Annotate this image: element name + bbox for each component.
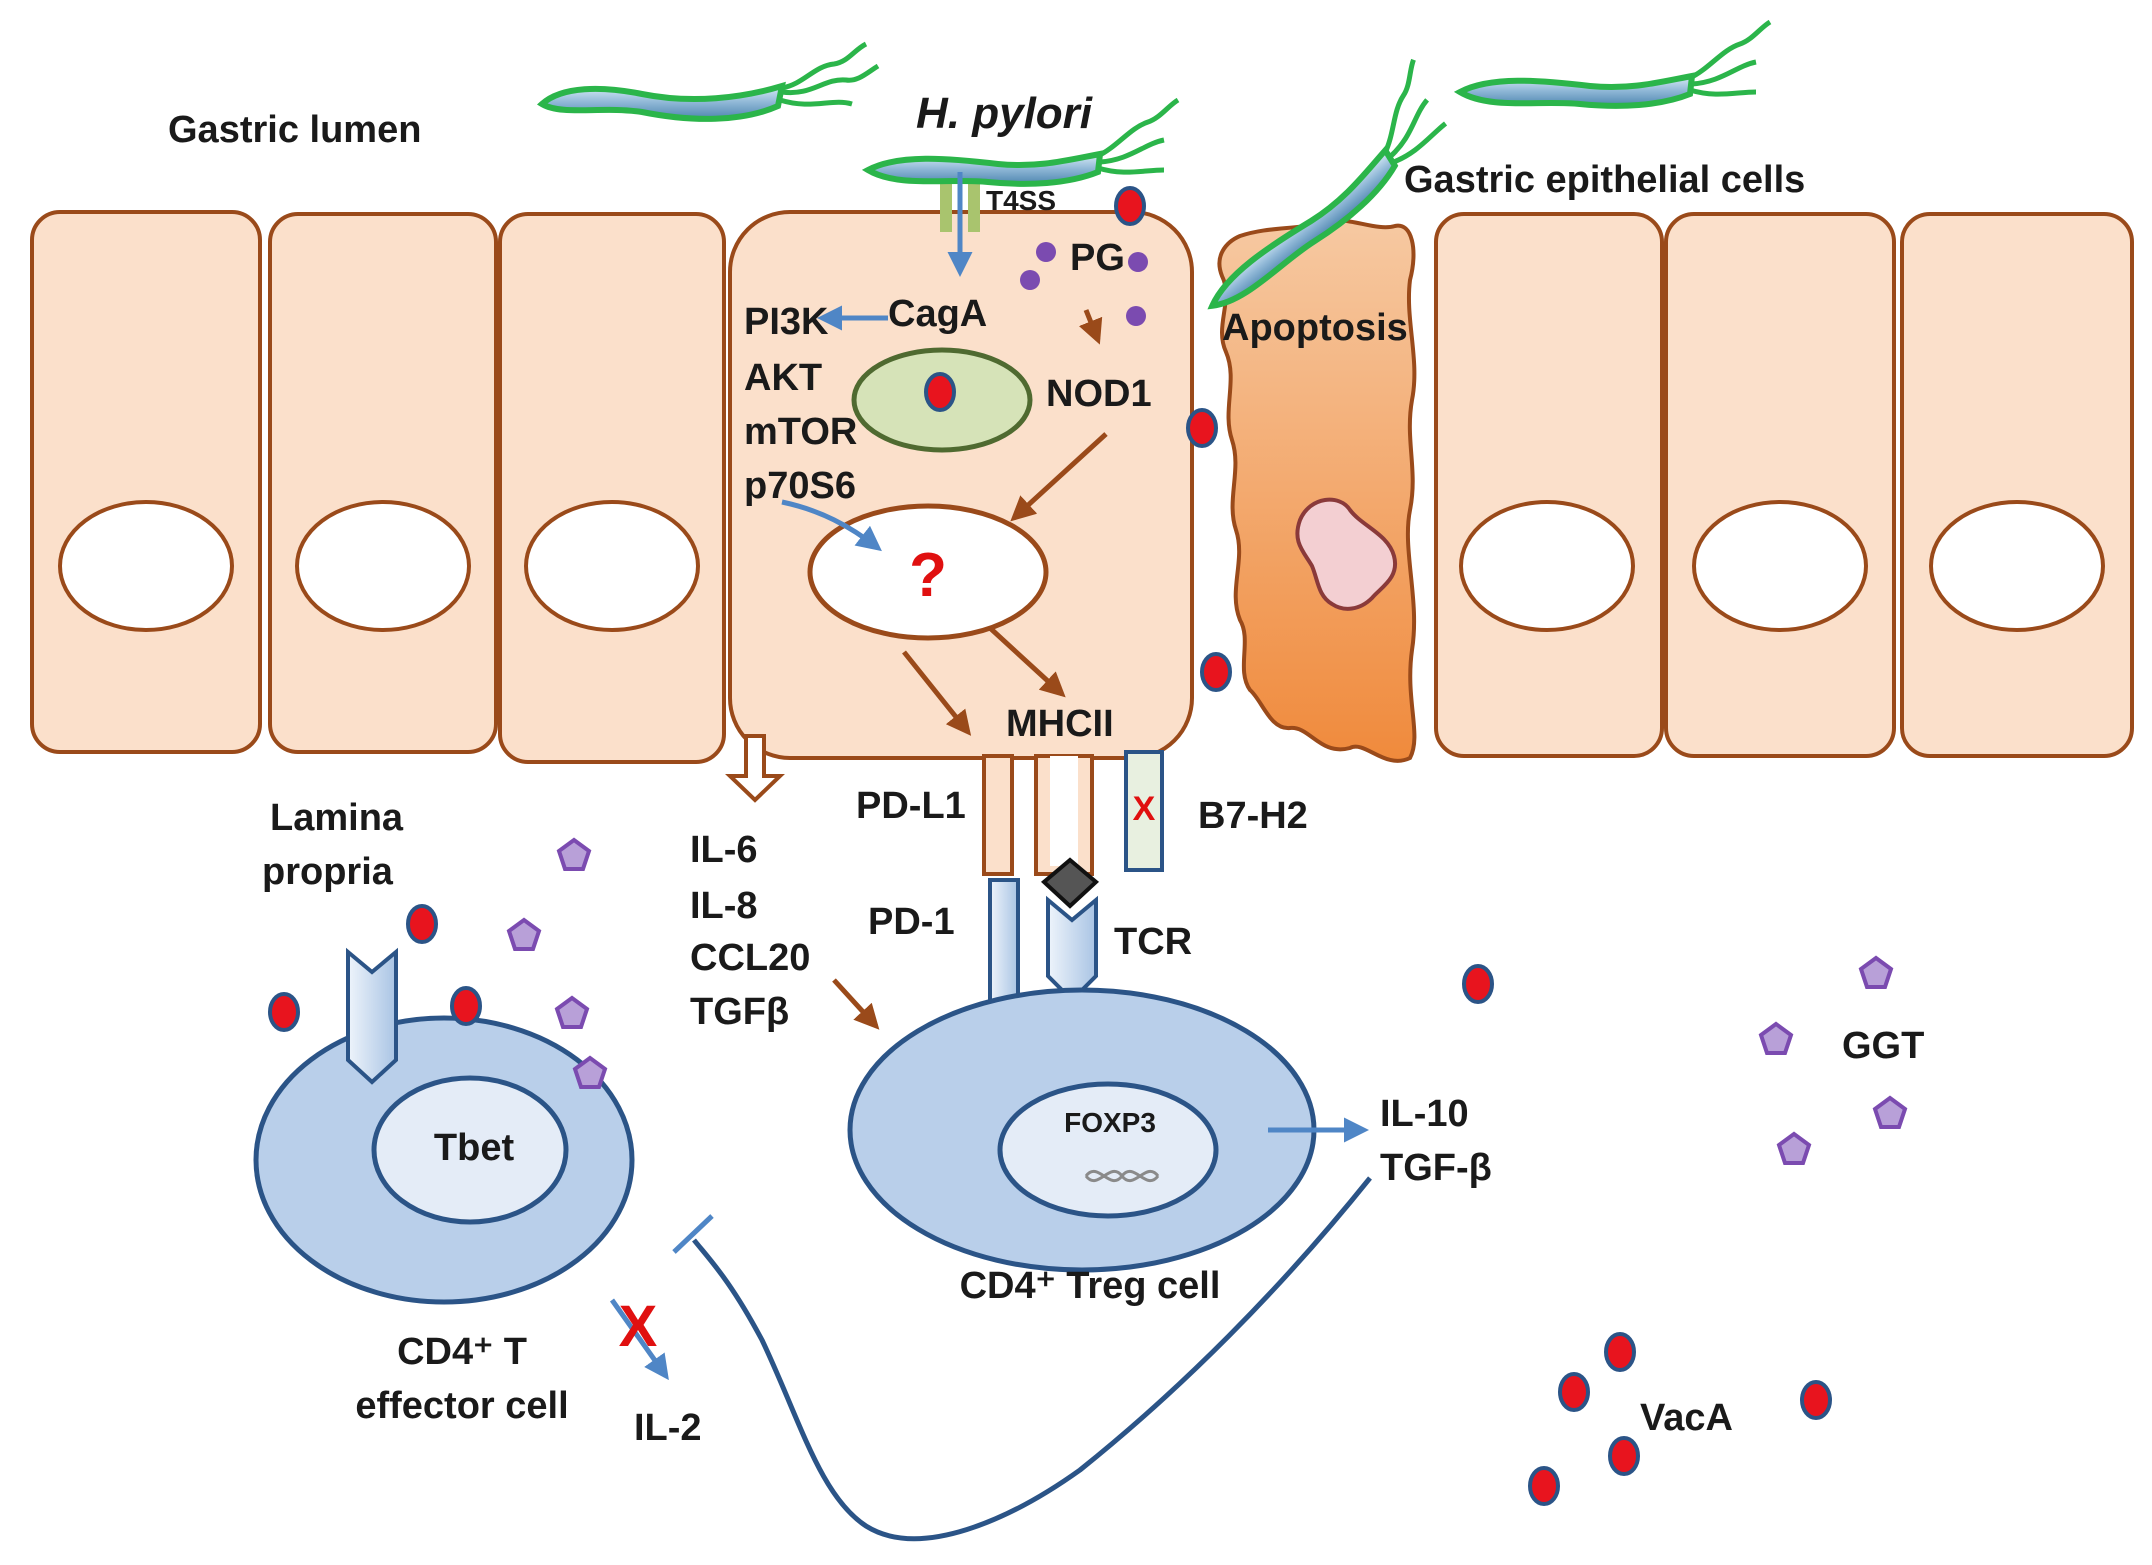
foxp3-label: FOXP3 <box>1064 1107 1156 1138</box>
il10-label: IL-10 <box>1380 1093 1469 1135</box>
apoptotic-cell <box>1217 217 1417 763</box>
pd-l1-label: PD-L1 <box>856 785 966 827</box>
tgfb-label: TGFβ <box>690 991 789 1033</box>
cell-nucleus <box>1929 500 2105 632</box>
gastric-lumen-label: Gastric lumen <box>168 109 421 151</box>
tcr-receptor <box>1046 895 1098 1003</box>
antigen-peptide <box>1040 857 1100 909</box>
vaca-label: VacA <box>1640 1397 1733 1439</box>
propria-label: propria <box>262 851 394 893</box>
peptidoglycan-particles <box>1020 242 1148 326</box>
dna-icon <box>1084 1169 1160 1183</box>
pd-l1-ligand <box>982 754 1014 876</box>
mhcii-groove <box>1050 756 1078 866</box>
pd-1-receptor <box>988 878 1020 1006</box>
cell-nucleus <box>1692 500 1868 632</box>
h-pylori-bacterium <box>1453 19 1772 109</box>
signaling-arrows <box>781 172 1108 736</box>
pd-1-label: PD-1 <box>868 901 955 943</box>
cell-nucleus <box>1459 500 1635 632</box>
cell-nucleus <box>524 500 700 632</box>
il2-label: IL-2 <box>634 1407 702 1449</box>
epithelial-cell <box>498 212 726 764</box>
akt-label: AKT <box>744 357 822 399</box>
ggt-label: GGT <box>1842 1025 1924 1067</box>
secretion-arrow <box>725 734 785 803</box>
ccl20-label: CCL20 <box>690 937 810 979</box>
mtor-label: mTOR <box>744 411 857 453</box>
il2-blocked-mark: X <box>619 1294 658 1359</box>
lamina-label: Lamina <box>270 797 404 839</box>
effector-receptor <box>346 947 398 1085</box>
effector-cell-label-line2: effector cell <box>355 1385 568 1427</box>
il6-label: IL-6 <box>690 829 758 871</box>
h-pylori-bacterium <box>536 41 880 122</box>
mhcii-label: MHCII <box>1006 703 1114 745</box>
apoptosis-label: Apoptosis <box>1222 307 1408 349</box>
t4ss-secretion-system: T4SS <box>940 176 1056 232</box>
cell-nucleus <box>58 500 234 632</box>
treg-cell <box>847 987 1317 1273</box>
b7-h2-label: B7-H2 <box>1198 795 1308 837</box>
unknown-mechanism-mark: ? <box>909 541 947 610</box>
cell-nucleus <box>295 500 471 632</box>
caga-label: CagA <box>888 293 987 335</box>
pg-label: PG <box>1070 237 1125 279</box>
b7-h2-blocked-mark: X <box>1133 790 1156 828</box>
tcr-label: TCR <box>1114 921 1192 963</box>
vaca-toxins <box>268 186 1832 1506</box>
surface-molecules: X <box>982 750 1164 1006</box>
inhibition-line <box>672 1117 1372 1542</box>
bacteria <box>536 19 1772 310</box>
nod1-label: NOD1 <box>1046 373 1152 415</box>
epithelial-cell <box>1900 212 2134 758</box>
t4ss-label: T4SS <box>986 185 1056 216</box>
h-pylori-label: H. pylori <box>916 89 1093 138</box>
apoptotic-body <box>1295 497 1398 611</box>
labels: Gastric lumen H. pylori Gastric epitheli… <box>168 89 1924 1449</box>
il8-label: IL-8 <box>690 885 758 927</box>
tgf-beta-label: TGF-β <box>1380 1147 1492 1189</box>
h-pylori-bacterium <box>861 97 1180 187</box>
b7-h2-ligand <box>1124 750 1164 872</box>
effector-t-cell: X <box>253 947 669 1381</box>
epithelial-cell <box>1664 212 1896 758</box>
pi3k-label: PI3K <box>744 301 829 343</box>
epithelial-cell <box>30 210 262 754</box>
cytokine-to-treg-arrow <box>832 978 880 1030</box>
p70s6-label: p70S6 <box>744 465 856 507</box>
epithelial-layer <box>30 210 2134 764</box>
epithelial-cell <box>268 212 498 754</box>
h-pylori-bacterium <box>1207 58 1448 310</box>
ggt-enzymes <box>506 837 1908 1165</box>
effector-cell-label-line1: CD4⁺ T <box>397 1331 527 1373</box>
tbet-label: Tbet <box>434 1127 515 1169</box>
epithelial-cell <box>1434 212 1664 758</box>
treg-label: CD4⁺ Treg cell <box>960 1265 1221 1307</box>
gastric-epithelial-cells-label: Gastric epithelial cells <box>1404 159 1805 201</box>
